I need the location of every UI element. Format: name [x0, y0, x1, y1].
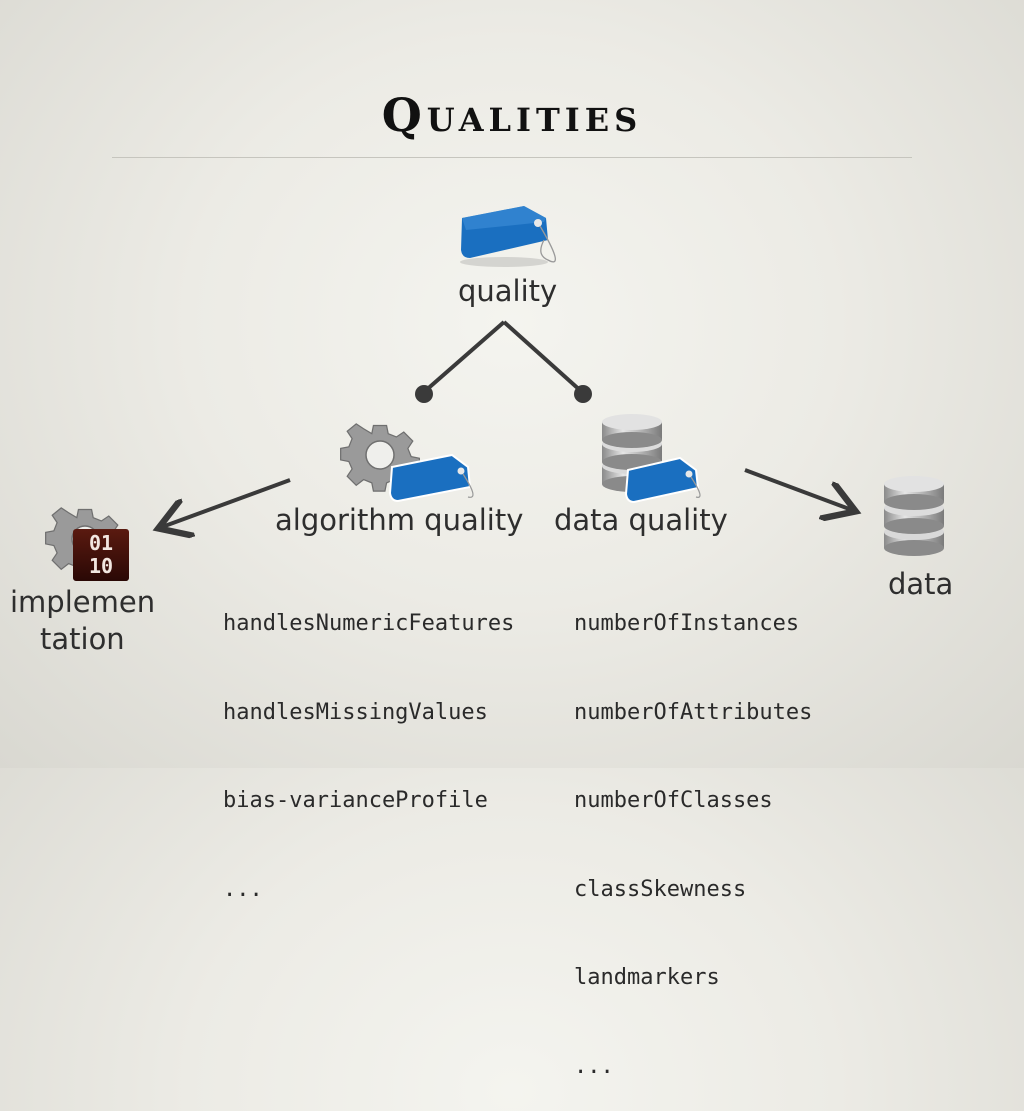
implementation-label-line2: tation	[40, 622, 125, 656]
list-item: numberOfAttributes	[574, 699, 813, 725]
connector-quality-to-data	[502, 320, 584, 394]
quality-label: quality	[458, 274, 558, 308]
list-item: handlesMissingValues	[223, 699, 488, 725]
connector-dot-algorithm	[415, 385, 433, 403]
tag-icon	[460, 206, 556, 267]
list-item: ...	[574, 1053, 614, 1079]
binary-row-2: 10	[88, 554, 114, 578]
data-quality-label: data quality	[554, 503, 728, 537]
diagram-connectors	[0, 320, 1024, 768]
list-item: ...	[223, 876, 263, 902]
list-item: bias-varianceProfile	[223, 788, 488, 813]
algorithm-quality-label: algorithm quality	[275, 503, 524, 537]
connector-quality-to-algorithm	[422, 320, 506, 394]
database-icon	[602, 414, 701, 504]
slide-title: Qualities	[381, 88, 643, 142]
database-icon	[884, 476, 944, 556]
list-item: handlesNumericFeatures	[223, 611, 515, 636]
data-label: data	[888, 567, 954, 601]
tag-icon	[624, 456, 701, 504]
list-item: numberOfClasses	[574, 788, 773, 813]
arrow-to-implementation	[162, 478, 291, 527]
binary-badge: 01 10	[73, 529, 129, 581]
tag-icon	[388, 453, 474, 503]
data-quality-list: numberOfInstances numberOfAttributes num…	[574, 550, 812, 1111]
algorithm-quality-list: handlesNumericFeatures handlesMissingVal…	[223, 550, 514, 934]
gear-icon	[340, 423, 474, 503]
binary-gear-icon: 01 10	[40, 497, 140, 587]
arrow-to-data	[744, 468, 852, 510]
list-item: classSkewness	[574, 876, 747, 902]
list-item: numberOfInstances	[574, 611, 800, 636]
title-divider	[112, 157, 912, 158]
connector-dot-data	[574, 385, 592, 403]
binary-row-1: 01	[88, 531, 114, 555]
list-item: landmarkers	[574, 965, 720, 990]
implementation-label-line1: implemen	[10, 585, 156, 619]
